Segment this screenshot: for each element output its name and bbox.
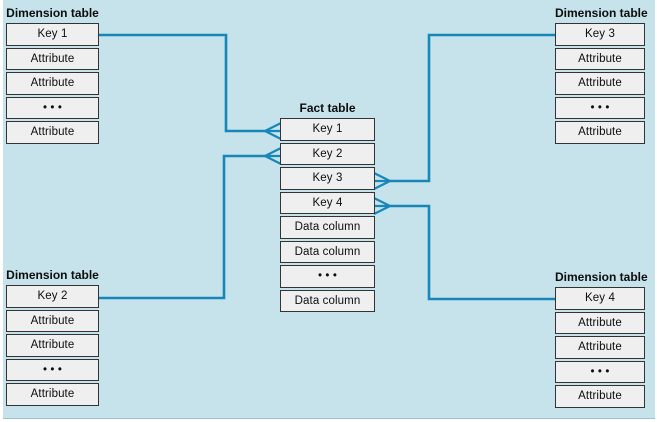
table-row: Key 1 xyxy=(280,118,375,141)
table-row: Attribute xyxy=(6,334,99,357)
table-title: Dimension table xyxy=(6,6,99,20)
table-row: Attribute xyxy=(6,47,99,70)
table-row: • • • xyxy=(280,265,375,288)
table-row: Attribute xyxy=(6,72,99,95)
table-row: Key 2 xyxy=(6,285,99,308)
table-row: Attribute xyxy=(555,72,645,95)
table-row: Key 4 xyxy=(280,191,375,214)
table-title: Dimension table xyxy=(555,270,648,284)
table-row: Data column xyxy=(280,289,375,312)
table-row: Key 3 xyxy=(555,23,645,46)
table-row: Attribute xyxy=(6,383,99,406)
table-row: • • • xyxy=(6,358,99,381)
table-row: Attribute xyxy=(6,309,99,332)
relationship-line-key3 xyxy=(390,33,555,183)
table-title: Dimension table xyxy=(6,268,99,282)
table-row: • • • xyxy=(555,96,645,119)
relationship-line-key4 xyxy=(390,204,555,301)
table-row: Key 3 xyxy=(280,167,375,190)
crows-foot-key4-icon xyxy=(373,197,391,215)
table-row: Data column xyxy=(280,240,375,263)
crows-foot-key1-icon xyxy=(264,122,282,140)
table-row: • • • xyxy=(6,96,99,119)
table-row: Attribute xyxy=(555,121,645,144)
table-row: Key 1 xyxy=(6,23,99,46)
table-row: Attribute xyxy=(555,385,645,408)
table-row: Attribute xyxy=(555,311,645,334)
crows-foot-key3-icon xyxy=(373,172,391,190)
table-row: Attribute xyxy=(6,121,99,144)
table-row: Key 2 xyxy=(280,142,375,165)
table-title: Dimension table xyxy=(555,6,648,20)
relationship-line-key1 xyxy=(99,33,266,133)
table-row: • • • xyxy=(555,360,645,383)
table-row: Key 4 xyxy=(555,287,645,310)
table-row: Attribute xyxy=(555,47,645,70)
relationship-line-key2 xyxy=(99,154,266,300)
table-row: Data column xyxy=(280,216,375,239)
table-title: Fact table xyxy=(299,101,356,115)
table-row: Attribute xyxy=(555,336,645,359)
crows-foot-key2-icon xyxy=(264,147,282,165)
